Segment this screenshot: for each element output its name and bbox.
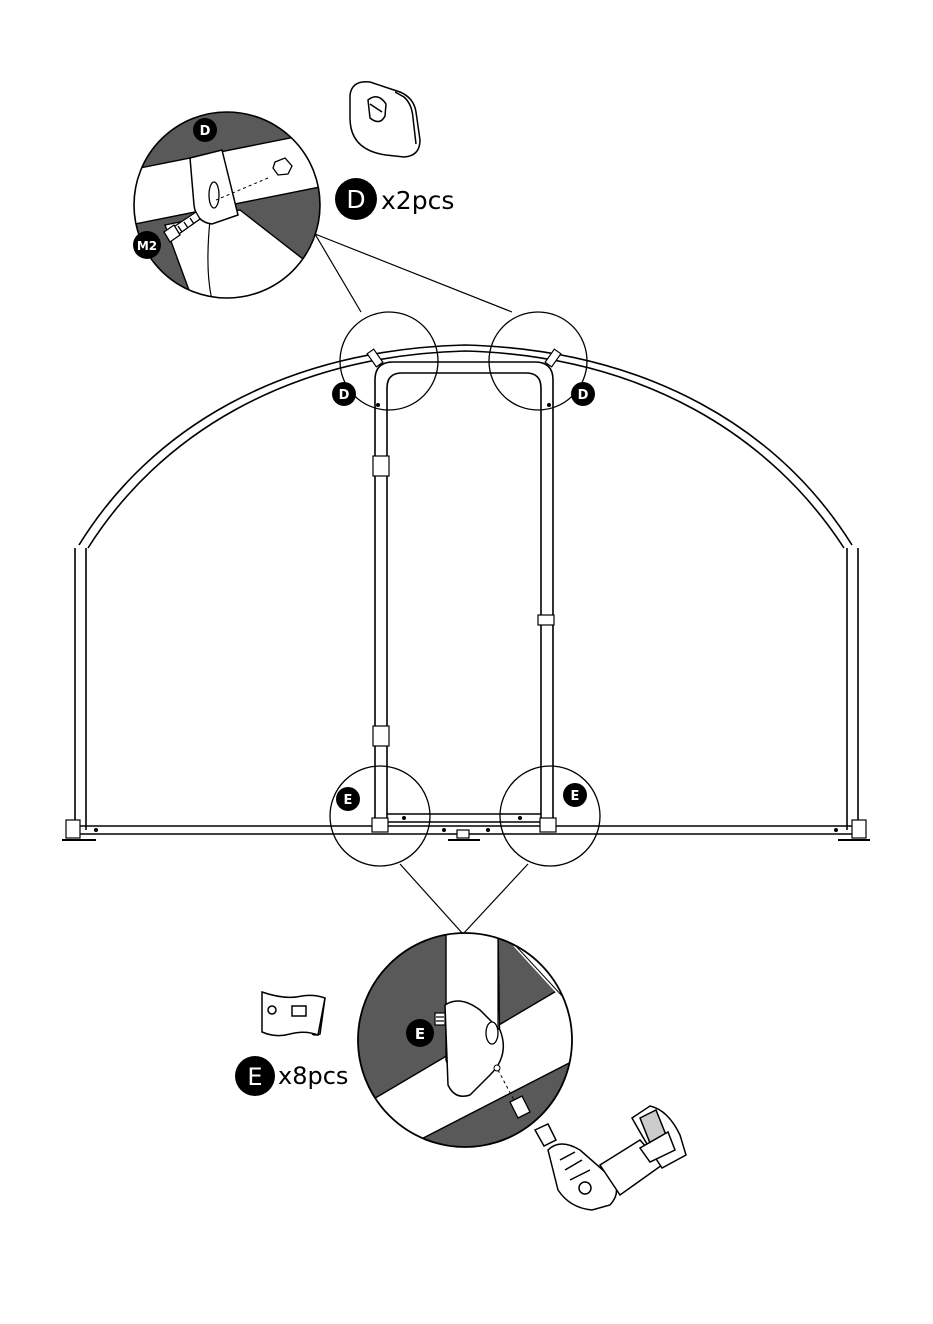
svg-text:E: E bbox=[571, 789, 580, 804]
svg-text:x8pcs: x8pcs bbox=[278, 1062, 348, 1090]
detail-zoom-e: E bbox=[355, 930, 575, 1150]
svg-text:x2pcs: x2pcs bbox=[381, 186, 454, 215]
svg-text:D: D bbox=[346, 185, 365, 214]
svg-text:D: D bbox=[578, 388, 589, 403]
callout-d-left: D bbox=[332, 382, 356, 406]
callout-d-right: D bbox=[571, 382, 595, 406]
detail-circle-e-left bbox=[330, 766, 430, 866]
part-e-quantity: E x8pcs bbox=[235, 1056, 348, 1096]
outer-arch bbox=[79, 345, 852, 545]
detail-zoom-d: D M2 bbox=[130, 110, 330, 320]
svg-text:E: E bbox=[415, 1025, 425, 1043]
bracket-d-icon bbox=[350, 82, 420, 157]
detail-circle-e-right bbox=[500, 766, 600, 866]
svg-text:D: D bbox=[339, 388, 350, 403]
greenhouse-frame bbox=[62, 345, 870, 840]
cordless-drill-icon bbox=[535, 1106, 686, 1210]
callout-e-left: E bbox=[336, 787, 360, 811]
leader-lines bbox=[315, 234, 528, 934]
frame-hardware bbox=[66, 456, 866, 838]
svg-text:E: E bbox=[344, 793, 353, 808]
callout-e-right: E bbox=[563, 783, 587, 807]
door-frame-left bbox=[375, 362, 437, 826]
door-frame-right bbox=[491, 362, 553, 826]
clip-e-icon bbox=[262, 992, 325, 1036]
svg-text:D: D bbox=[200, 124, 211, 139]
svg-text:E: E bbox=[247, 1063, 262, 1091]
bolt-label: M2 bbox=[133, 231, 161, 259]
detail-circles bbox=[330, 312, 600, 866]
part-d-quantity: D x2pcs bbox=[335, 178, 454, 220]
svg-text:M2: M2 bbox=[137, 239, 157, 253]
